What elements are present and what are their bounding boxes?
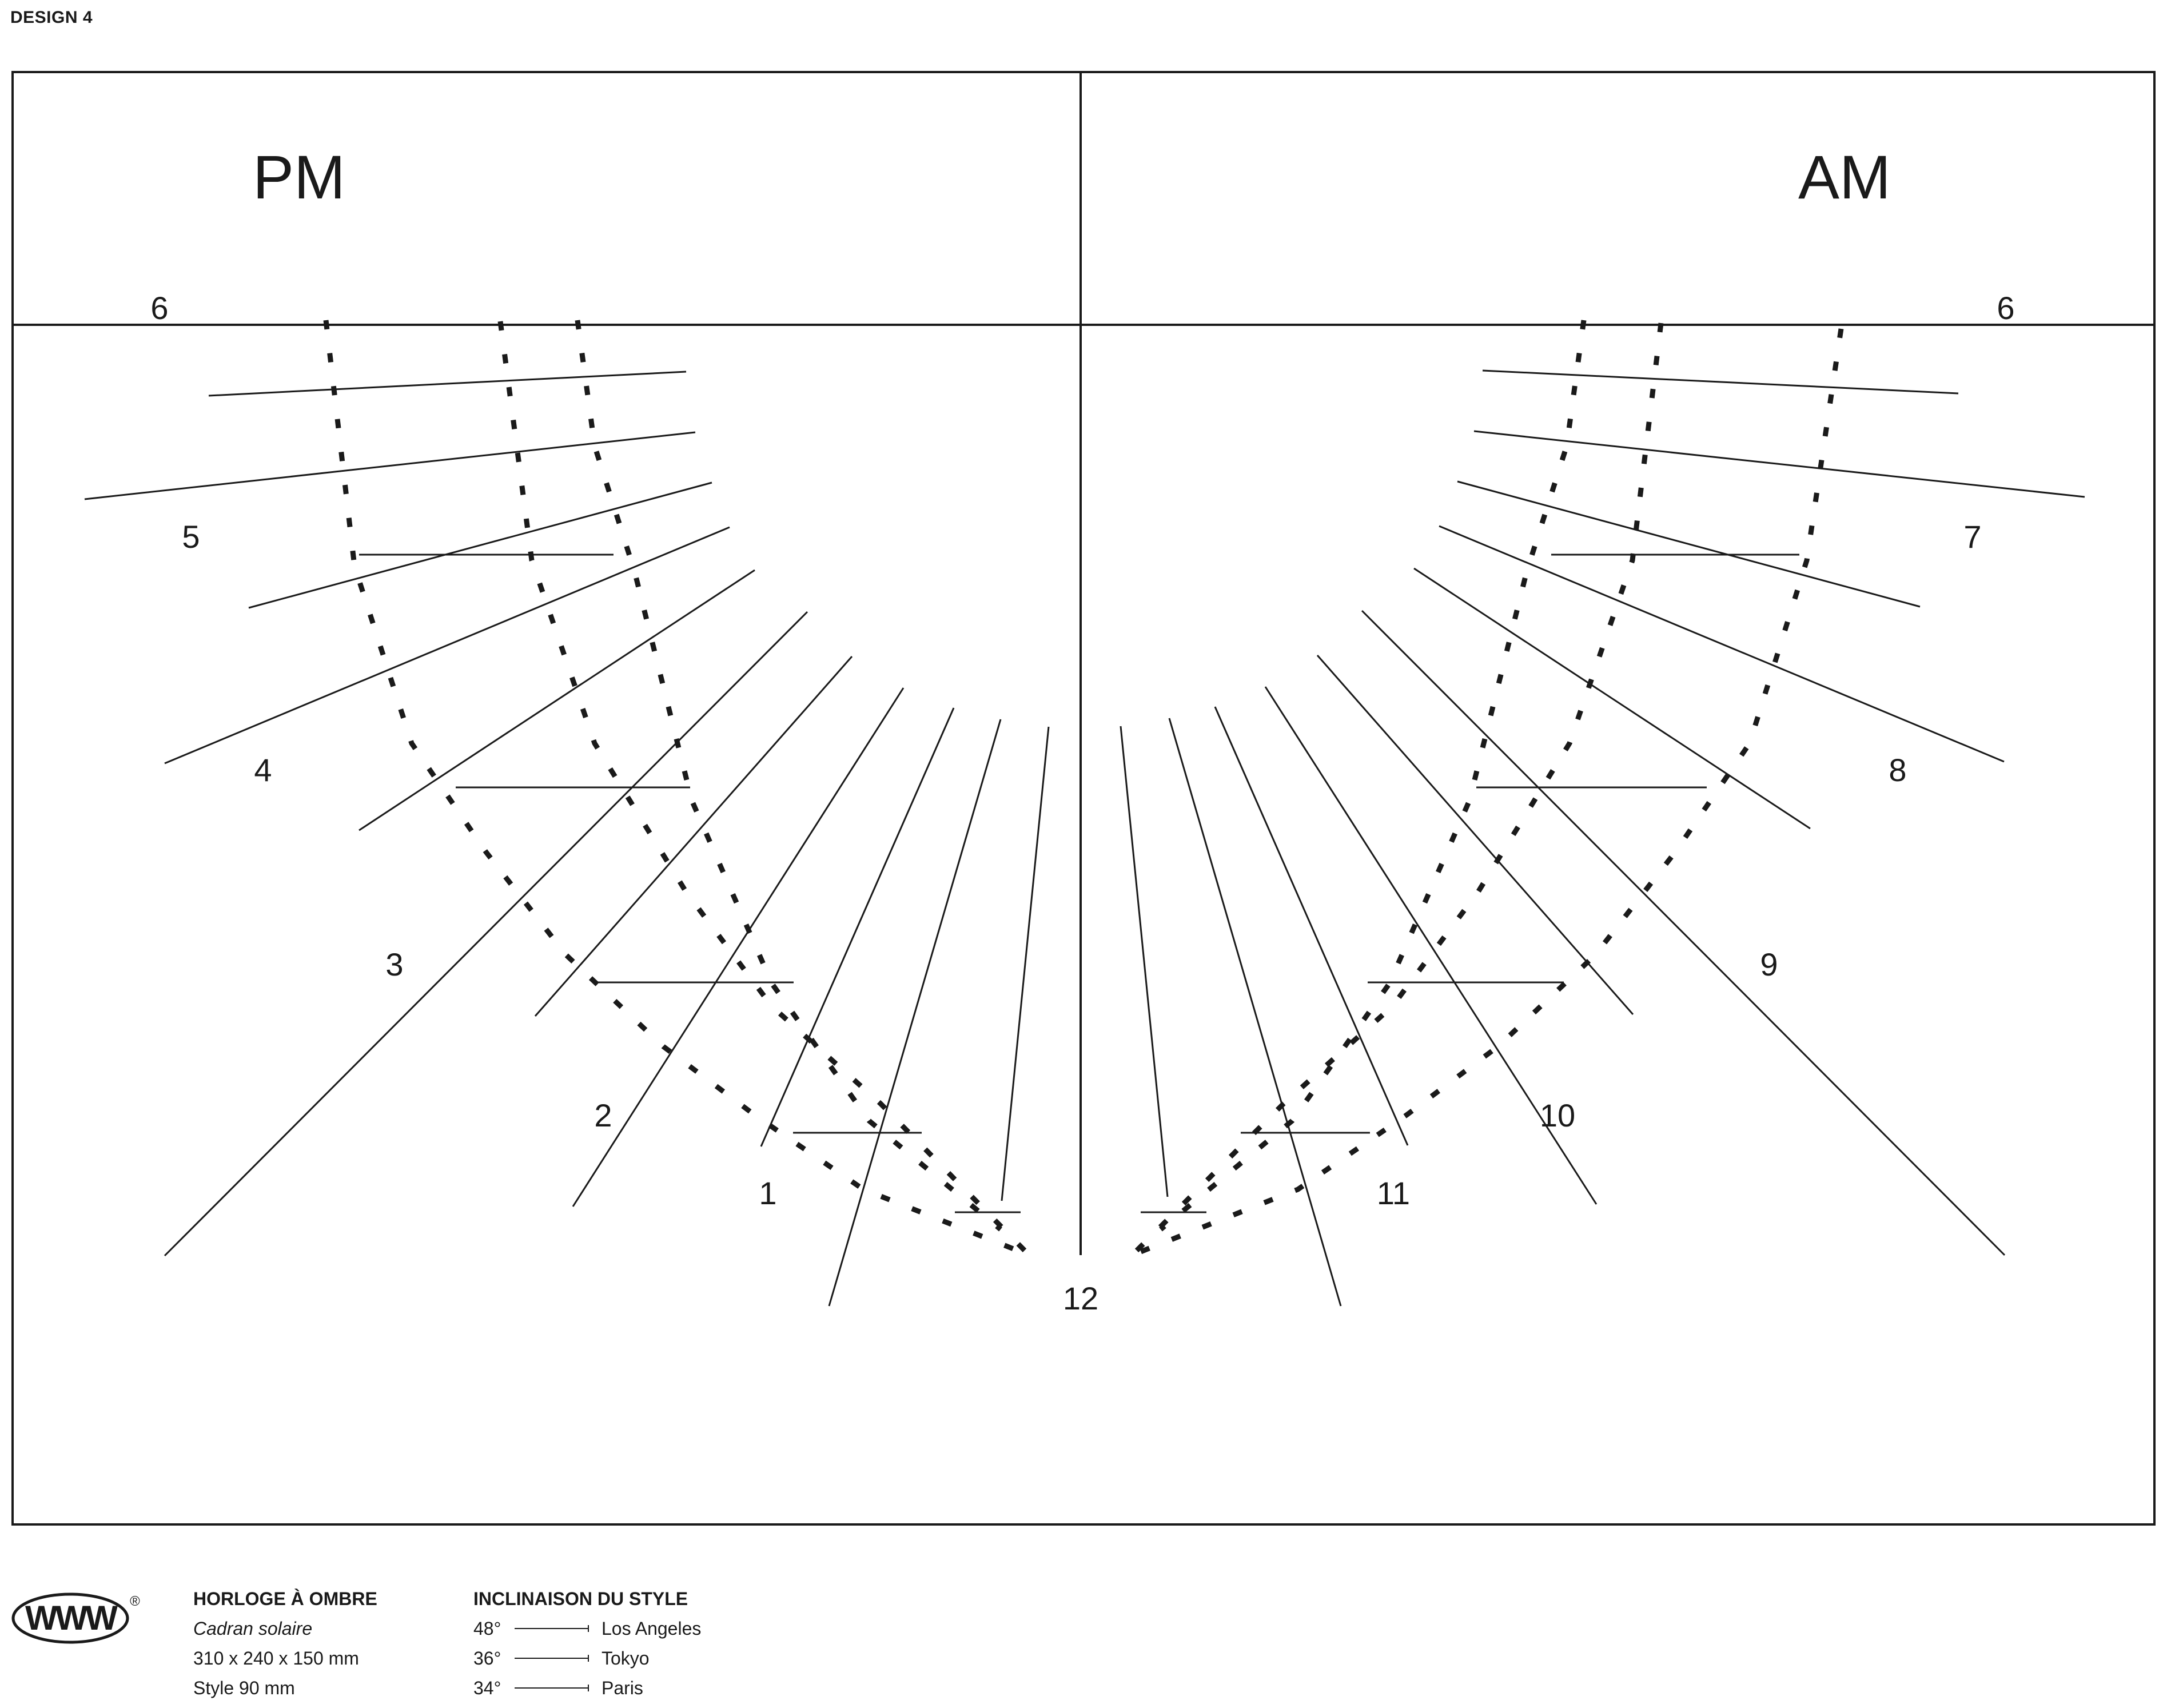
hour-label-noon: 12 [1063, 1280, 1098, 1316]
hour-label-pm-5: 5 [182, 519, 200, 555]
product-subtitle: Cadran solaire [193, 1618, 313, 1639]
dial-frame [11, 71, 2156, 1526]
inclination-row: 34° Paris [473, 1673, 701, 1703]
inclination-title: INCLINAISON DU STYLE [473, 1588, 688, 1609]
registered-mark: ® [130, 1594, 140, 1609]
hour-label-pm-1: 1 [759, 1175, 776, 1211]
inclination-city: Paris [601, 1678, 643, 1698]
inclination-rule [515, 1655, 589, 1662]
hour-label-am-6: 6 [1997, 290, 2014, 326]
design-label: DESIGN 4 [10, 8, 93, 27]
hour-label-pm-2: 2 [594, 1097, 612, 1133]
hour-label-am-7: 7 [1963, 519, 1981, 555]
product-style: Style 90 mm [193, 1678, 295, 1698]
inclination-rule [515, 1625, 589, 1632]
am-label: AM [1798, 142, 1891, 212]
hour-label-am-11: 11 [1377, 1175, 1410, 1211]
product-dimensions: 310 x 240 x 150 mm [193, 1648, 359, 1669]
inclination-city: Tokyo [601, 1648, 650, 1669]
logo-text: WWW [25, 1599, 118, 1637]
hour-label-pm-6: 6 [150, 290, 168, 326]
product-info: HORLOGE À OMBRE Cadran solaire 310 x 240… [193, 1584, 377, 1703]
inclination-angle: 34° [473, 1678, 501, 1698]
inclination-rule [515, 1685, 589, 1691]
am-hour-lines [1120, 369, 2085, 1307]
inclination-angle: 48° [473, 1618, 501, 1639]
hour-label-pm-3: 3 [385, 946, 403, 982]
pm-label: PM [253, 142, 345, 212]
www-logo: WWW ® [11, 1592, 140, 1644]
hour-label-am-9: 9 [1760, 946, 1778, 982]
inclination-info: INCLINAISON DU STYLE 48° Los Angeles 36°… [473, 1584, 701, 1703]
hour-label-am-10: 10 [1540, 1097, 1575, 1133]
sundial-diagram: PM AM 6 5 4 3 2 1 12 11 10 9 8 7 6 [11, 71, 2156, 1526]
inclination-row: 48° Los Angeles [473, 1614, 701, 1643]
hour-label-pm-4: 4 [254, 752, 272, 788]
inclination-city: Los Angeles [601, 1618, 702, 1639]
analemma-curves [323, 320, 1844, 1258]
product-title: HORLOGE À OMBRE [193, 1588, 377, 1609]
inclination-angle: 36° [473, 1648, 501, 1669]
date-marks [359, 554, 1799, 1213]
inclination-row: 36° Tokyo [473, 1643, 701, 1673]
pm-hour-lines [84, 371, 1050, 1307]
hour-label-am-8: 8 [1889, 752, 1906, 788]
